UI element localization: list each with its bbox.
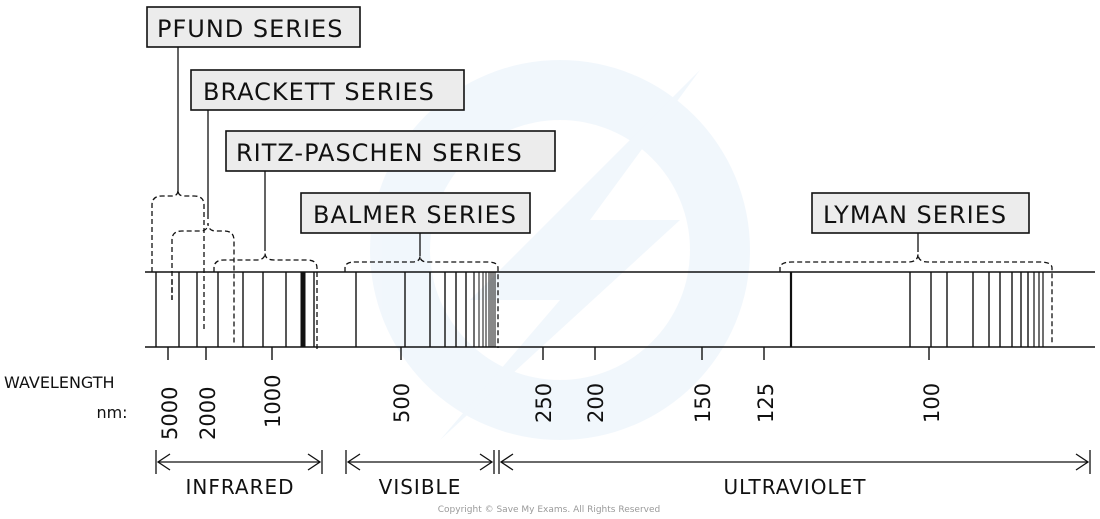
pfund-series-label: PFUND SERIES [157, 15, 343, 43]
brackett-series-box: BRACKETT SERIES [190, 69, 465, 111]
balmer-series-label: BALMER SERIES [313, 201, 517, 229]
tick-label-150: 150 [691, 383, 715, 423]
connector-lines [177, 47, 919, 256]
lyman-series-label: LYMAN SERIES [823, 201, 1007, 229]
tick-label-2000: 2000 [196, 387, 220, 440]
tick-label-100: 100 [920, 383, 944, 423]
tick-label-200: 200 [584, 383, 608, 423]
wavelength-axis-ticks [167, 347, 930, 360]
pfund-series-box: PFUND SERIES [146, 6, 361, 48]
ultraviolet-label: ULTRAVIOLET [723, 475, 866, 499]
ritz-paschen-brace [213, 252, 318, 350]
tick-label-500: 500 [390, 383, 414, 423]
spectral-lines [155, 272, 1044, 347]
tick-label-250: 250 [532, 383, 556, 423]
brackett-brace [171, 222, 235, 345]
series-braces [151, 189, 1053, 350]
tick-label-125: 125 [754, 383, 778, 423]
lyman-series-box: LYMAN SERIES [811, 192, 1030, 234]
infrared-arrow [155, 450, 323, 474]
ritz-paschen-series-box: RITZ-PASCHEN SERIES [225, 130, 556, 172]
tick-label-5000: 5000 [158, 387, 182, 440]
spectrum-strip [145, 271, 1095, 348]
tick-label-1000: 1000 [261, 375, 285, 428]
visible-arrow [345, 450, 495, 474]
brackett-series-label: BRACKETT SERIES [203, 78, 435, 106]
visible-label: VISIBLE [379, 475, 462, 499]
wavelength-unit-label: nm: [96, 403, 127, 422]
ritz-paschen-series-label: RITZ-PASCHEN SERIES [236, 139, 523, 167]
pfund-brace [151, 189, 205, 330]
wavelength-tick-labels: 5000 2000 1000 500 250 200 150 125 100 [158, 375, 944, 440]
balmer-brace [344, 255, 499, 348]
ultraviolet-arrow [498, 450, 1091, 474]
copyright-notice: Copyright © Save My Exams. All Rights Re… [438, 505, 660, 515]
balmer-series-box: BALMER SERIES [300, 192, 531, 234]
infrared-label: INFRARED [185, 475, 294, 499]
lyman-brace [779, 253, 1053, 345]
band-arrows [155, 450, 1091, 474]
wavelength-axis-label: WAVELENGTH [4, 373, 115, 392]
